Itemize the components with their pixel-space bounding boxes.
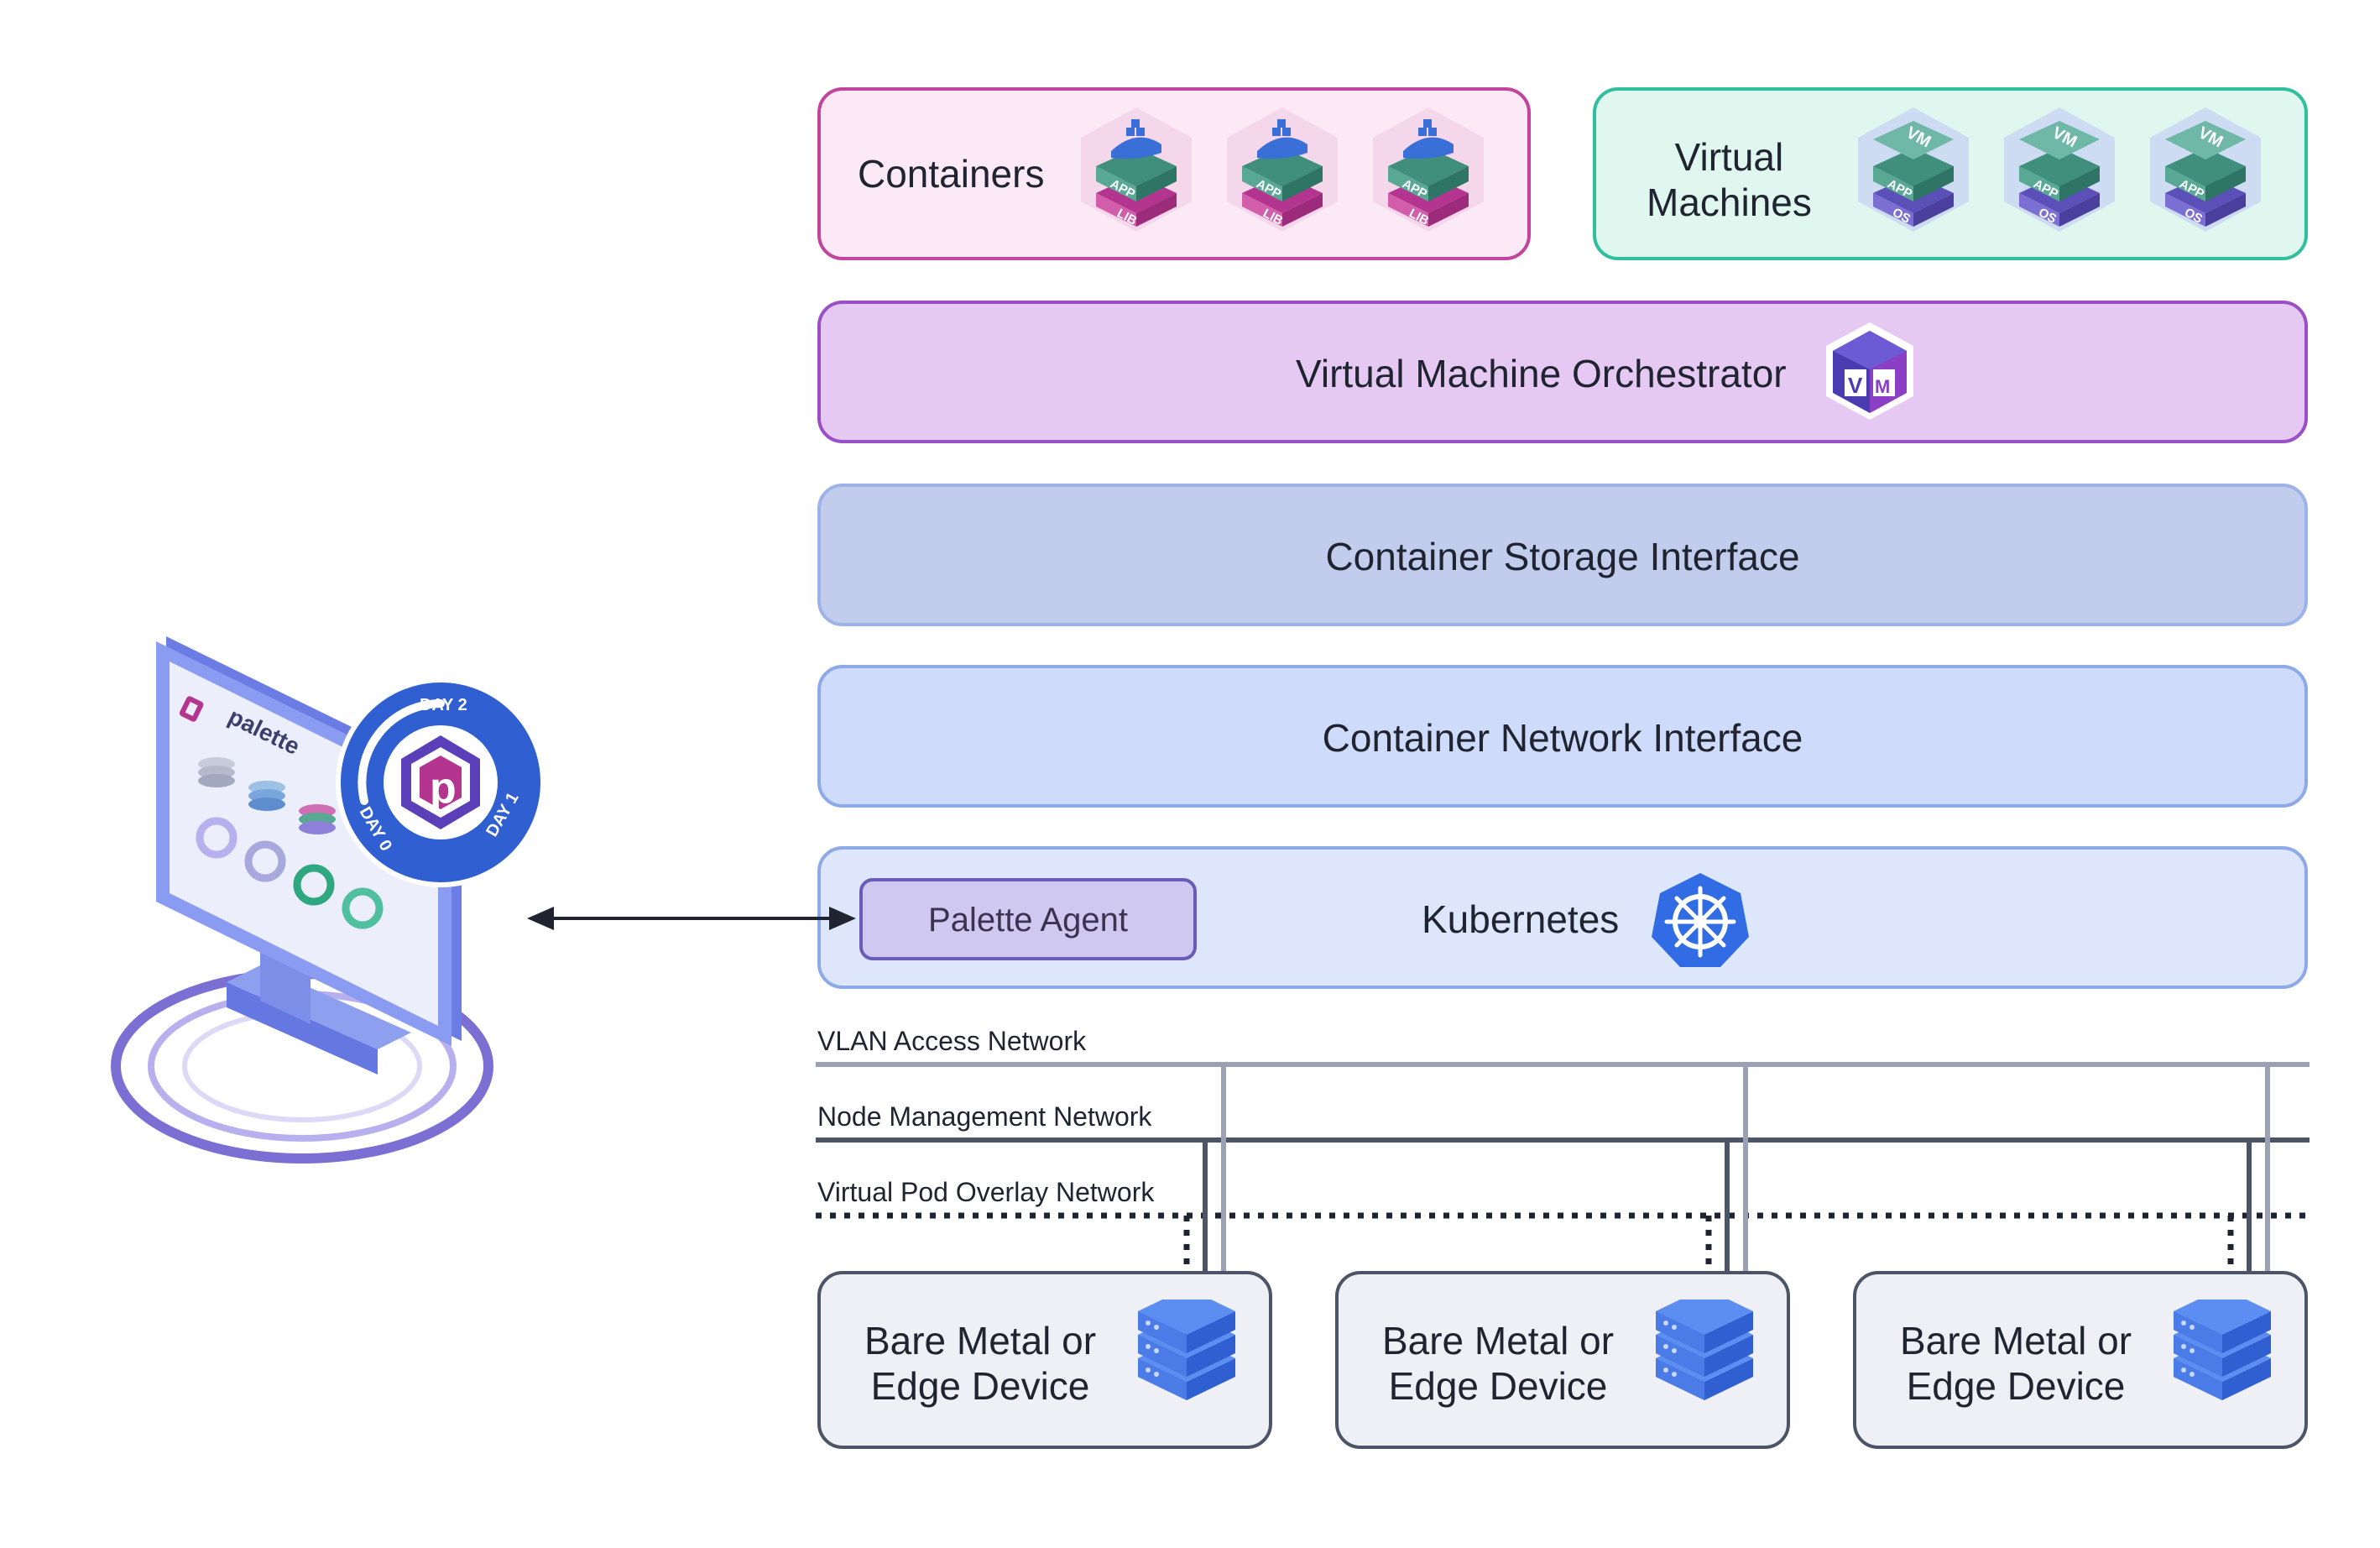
bidirectional-arrow-icon: [527, 907, 856, 930]
device-box-3: Bare Metal or Edge Device: [1853, 1271, 2308, 1449]
device-label-2: Bare Metal or Edge Device: [1381, 1319, 1615, 1408]
cni-label: Container Network Interface: [1322, 716, 1803, 760]
cni-layer: Container Network Interface: [817, 665, 2308, 808]
csi-layer: Container Storage Interface: [817, 484, 2308, 626]
vmo-layer: Virtual Machine Orchestrator V M: [817, 301, 2308, 443]
container-app-lib-icon: LIB APP: [1081, 107, 1484, 232]
svg-text:V: V: [1848, 373, 1863, 398]
server-stack-icon: [2174, 1300, 2271, 1400]
device-label-1: Bare Metal or Edge Device: [864, 1319, 1097, 1408]
device-connector-1: [1183, 1064, 1226, 1271]
badge-day2: DAY 2: [420, 696, 467, 714]
server-stack-icon: [1138, 1300, 1235, 1400]
containers-label: Containers: [858, 152, 1045, 196]
device-box-2: Bare Metal or Edge Device: [1335, 1271, 1790, 1449]
vlan-network-label: VLAN Access Network: [817, 1026, 1087, 1056]
vmo-label: Virtual Machine Orchestrator: [1296, 352, 1787, 395]
node-management-network-label: Node Management Network: [817, 1101, 1152, 1132]
csi-label: Container Storage Interface: [1325, 535, 1800, 578]
server-stack-icon: [1656, 1300, 1753, 1400]
palette-agent-box: Palette Agent: [859, 878, 1197, 960]
palette-monitor-icon: palette p DAY 2 DAY 1: [101, 630, 571, 1167]
pod-overlay-network-label: Virtual Pod Overlay Network: [817, 1177, 1155, 1207]
kubernetes-layer: Palette Agent Kubernetes: [817, 846, 2308, 989]
vm-cube-icon: V M: [1826, 322, 1913, 420]
palette-logo-letter: p: [430, 764, 457, 813]
containers-layer: Containers LIB APP: [817, 87, 1531, 260]
kubernetes-label: Kubernetes: [1422, 897, 1620, 941]
svg-text:M: M: [1875, 376, 1890, 397]
device-box-1: Bare Metal or Edge Device: [817, 1271, 1272, 1449]
palette-agent-label: Palette Agent: [928, 902, 1128, 939]
virtual-machines-label: Virtual Machines: [1647, 135, 1812, 224]
virtual-machines-layer: Virtual Machines OS APP VM: [1593, 87, 2308, 260]
device-connector-3: [2227, 1064, 2270, 1271]
kubernetes-helm-icon: [1652, 873, 1749, 967]
device-label-3: Bare Metal or Edge Device: [1899, 1319, 2132, 1408]
vm-app-os-icon: OS APP VM: [1858, 107, 2261, 232]
device-connector-2: [1705, 1064, 1748, 1271]
